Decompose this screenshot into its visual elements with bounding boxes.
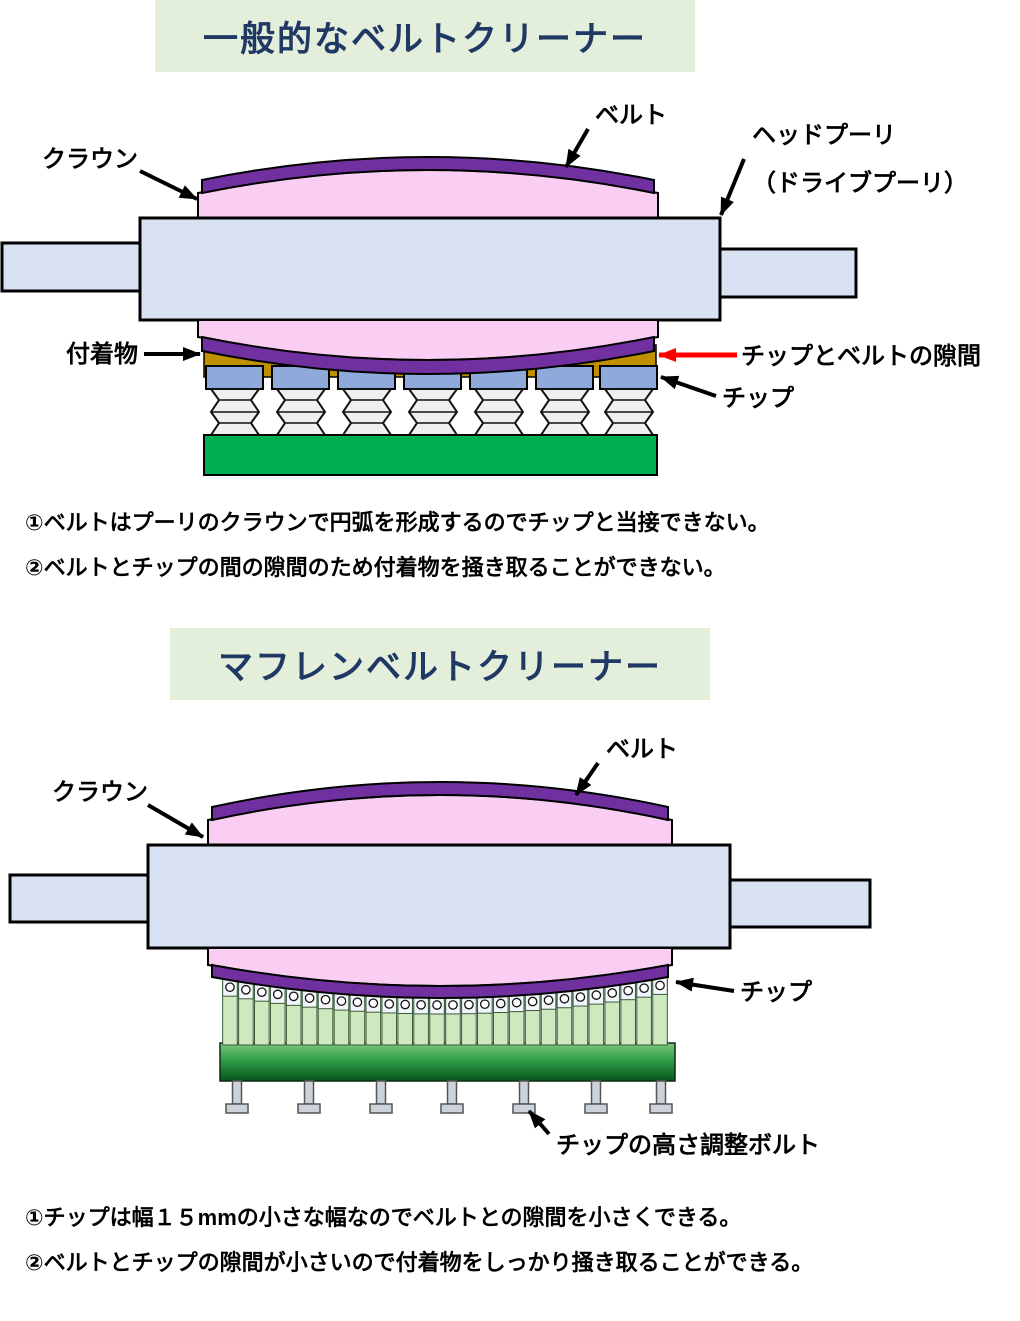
chip-block bbox=[205, 365, 264, 390]
pulley-shaft-left bbox=[0, 241, 142, 293]
chip-hole-icon bbox=[448, 1000, 458, 1010]
chip-hole-icon bbox=[368, 998, 379, 1009]
spring bbox=[342, 388, 392, 436]
note-line: ②ベルトとチップの間の隙間のため付着物を掻き取ることができない。 bbox=[25, 555, 726, 580]
spring bbox=[276, 388, 326, 436]
section1-header: 一般的なベルトクリーナー bbox=[155, 0, 695, 72]
chip-hole-icon bbox=[288, 991, 299, 1002]
deposit-label: 付着物 bbox=[66, 340, 138, 368]
spring bbox=[540, 388, 590, 436]
section2-title: マフレンベルトクリーナー bbox=[217, 647, 662, 687]
belt-lower-band bbox=[211, 963, 669, 999]
chip-hole-icon bbox=[527, 996, 538, 1007]
belt-label: ベルト bbox=[595, 102, 667, 129]
adjust-bolt bbox=[297, 1080, 321, 1114]
chip-label: チップ bbox=[722, 385, 795, 412]
chip-arrow bbox=[675, 977, 735, 993]
cleaner-base bbox=[219, 1042, 676, 1082]
belt-arrow bbox=[574, 761, 600, 797]
chip-hole-icon bbox=[607, 988, 618, 998]
head-pulley-label-line2: （ドライブプーリ） bbox=[752, 169, 968, 197]
chip-hole-icon bbox=[479, 999, 490, 1010]
section2-header: マフレンベルトクリーナー bbox=[170, 628, 710, 700]
chip-hole-icon bbox=[352, 997, 363, 1008]
chip-hole-icon bbox=[336, 996, 347, 1006]
chip-hole-icon bbox=[543, 995, 554, 1006]
chip-hole-icon bbox=[256, 987, 267, 998]
adjust-bolt bbox=[512, 1080, 536, 1114]
belt-arrow bbox=[564, 127, 590, 169]
section2-notes: ①チップは幅１５mmの小さな幅なのでベルトとの隙間を小さくできる。 ②ベルトとチ… bbox=[25, 1200, 1015, 1277]
chip-hole-icon bbox=[559, 993, 570, 1004]
chip-hole-icon bbox=[591, 990, 602, 1000]
note-line: ①チップは幅１５mmの小さな幅なのでベルトとの隙間を小さくできる。 bbox=[25, 1205, 742, 1230]
chip-arrow bbox=[660, 375, 717, 398]
chip-hole-icon bbox=[432, 1000, 442, 1010]
adjust-bolt bbox=[584, 1080, 608, 1114]
cleaner-base bbox=[203, 434, 658, 476]
chip-hole-icon bbox=[320, 994, 331, 1005]
note-line: ①ベルトはプーリのクラウンで円弧を形成するのでチップと当接できない。 bbox=[25, 510, 770, 535]
crown-arrow bbox=[139, 169, 198, 201]
chip-hole-icon bbox=[623, 985, 634, 996]
pulley-body bbox=[138, 216, 722, 322]
chip-hole-icon bbox=[511, 997, 522, 1008]
bolt-label: チップの高さ調整ボルト bbox=[556, 1131, 820, 1159]
chip-hole-icon bbox=[655, 980, 665, 991]
bolt-row bbox=[225, 1080, 673, 1114]
chip-hole-icon bbox=[464, 999, 474, 1010]
adjust-bolt bbox=[649, 1080, 673, 1114]
crown-label: クラウン bbox=[52, 779, 148, 806]
adjust-bolt bbox=[369, 1080, 393, 1114]
chip-hole-icon bbox=[575, 992, 586, 1002]
chip-block bbox=[535, 365, 594, 390]
belt-lower-band bbox=[201, 335, 655, 375]
bolt-arrow bbox=[527, 1109, 551, 1136]
crown-label: クラウン bbox=[42, 146, 138, 173]
pulley-body bbox=[146, 843, 732, 950]
spring bbox=[210, 388, 260, 436]
pulley-shaft-right bbox=[718, 247, 858, 299]
crown-arrow bbox=[146, 803, 205, 839]
diagram-mafren-cleaner: ベルト クラウン チップ チップの高さ調整ボルト bbox=[8, 736, 872, 1159]
spring bbox=[604, 388, 654, 436]
note-line: ②ベルトとチップの隙間が小さいので付着物をしっかり掻き取ることができる。 bbox=[25, 1250, 814, 1275]
gap-label: チップとベルトの隙間 bbox=[741, 343, 981, 370]
spring bbox=[474, 388, 524, 436]
chip-hole-icon bbox=[400, 999, 411, 1010]
section1-notes: ①ベルトはプーリのクラウンで円弧を形成するのでチップと当接できない。 ②ベルトと… bbox=[25, 505, 1015, 582]
adjust-bolt bbox=[225, 1080, 249, 1114]
spring bbox=[408, 388, 458, 436]
chip-label: チップ bbox=[740, 979, 813, 1006]
diagram-generic-cleaner: ベルト クラウン ヘッドプーリ （ドライブプーリ） 付着物 チップとベルトの隙間… bbox=[0, 102, 981, 476]
chip-hole-icon bbox=[416, 1000, 426, 1010]
chip-hole-icon bbox=[384, 999, 395, 1009]
chip-hole-icon bbox=[495, 998, 506, 1009]
chip-hole-icon bbox=[304, 993, 315, 1003]
chip-hole-icon bbox=[639, 983, 649, 994]
head-pulley-label-line1: ヘッドプーリ bbox=[752, 122, 896, 149]
chip-block bbox=[599, 365, 658, 390]
belt-upper-band bbox=[201, 156, 655, 195]
chip-hole-icon bbox=[225, 982, 235, 993]
head-pulley-arrow bbox=[719, 158, 746, 216]
adjust-bolt bbox=[440, 1080, 464, 1114]
section1-title: 一般的なベルトクリーナー bbox=[202, 19, 647, 59]
chip-hole-icon bbox=[241, 984, 251, 995]
chip-hole-icon bbox=[272, 989, 283, 1000]
belt-label: ベルト bbox=[606, 736, 678, 763]
belt-upper-band bbox=[211, 781, 669, 822]
pulley-shaft-left bbox=[8, 873, 150, 924]
pulley-shaft-right bbox=[728, 878, 872, 929]
